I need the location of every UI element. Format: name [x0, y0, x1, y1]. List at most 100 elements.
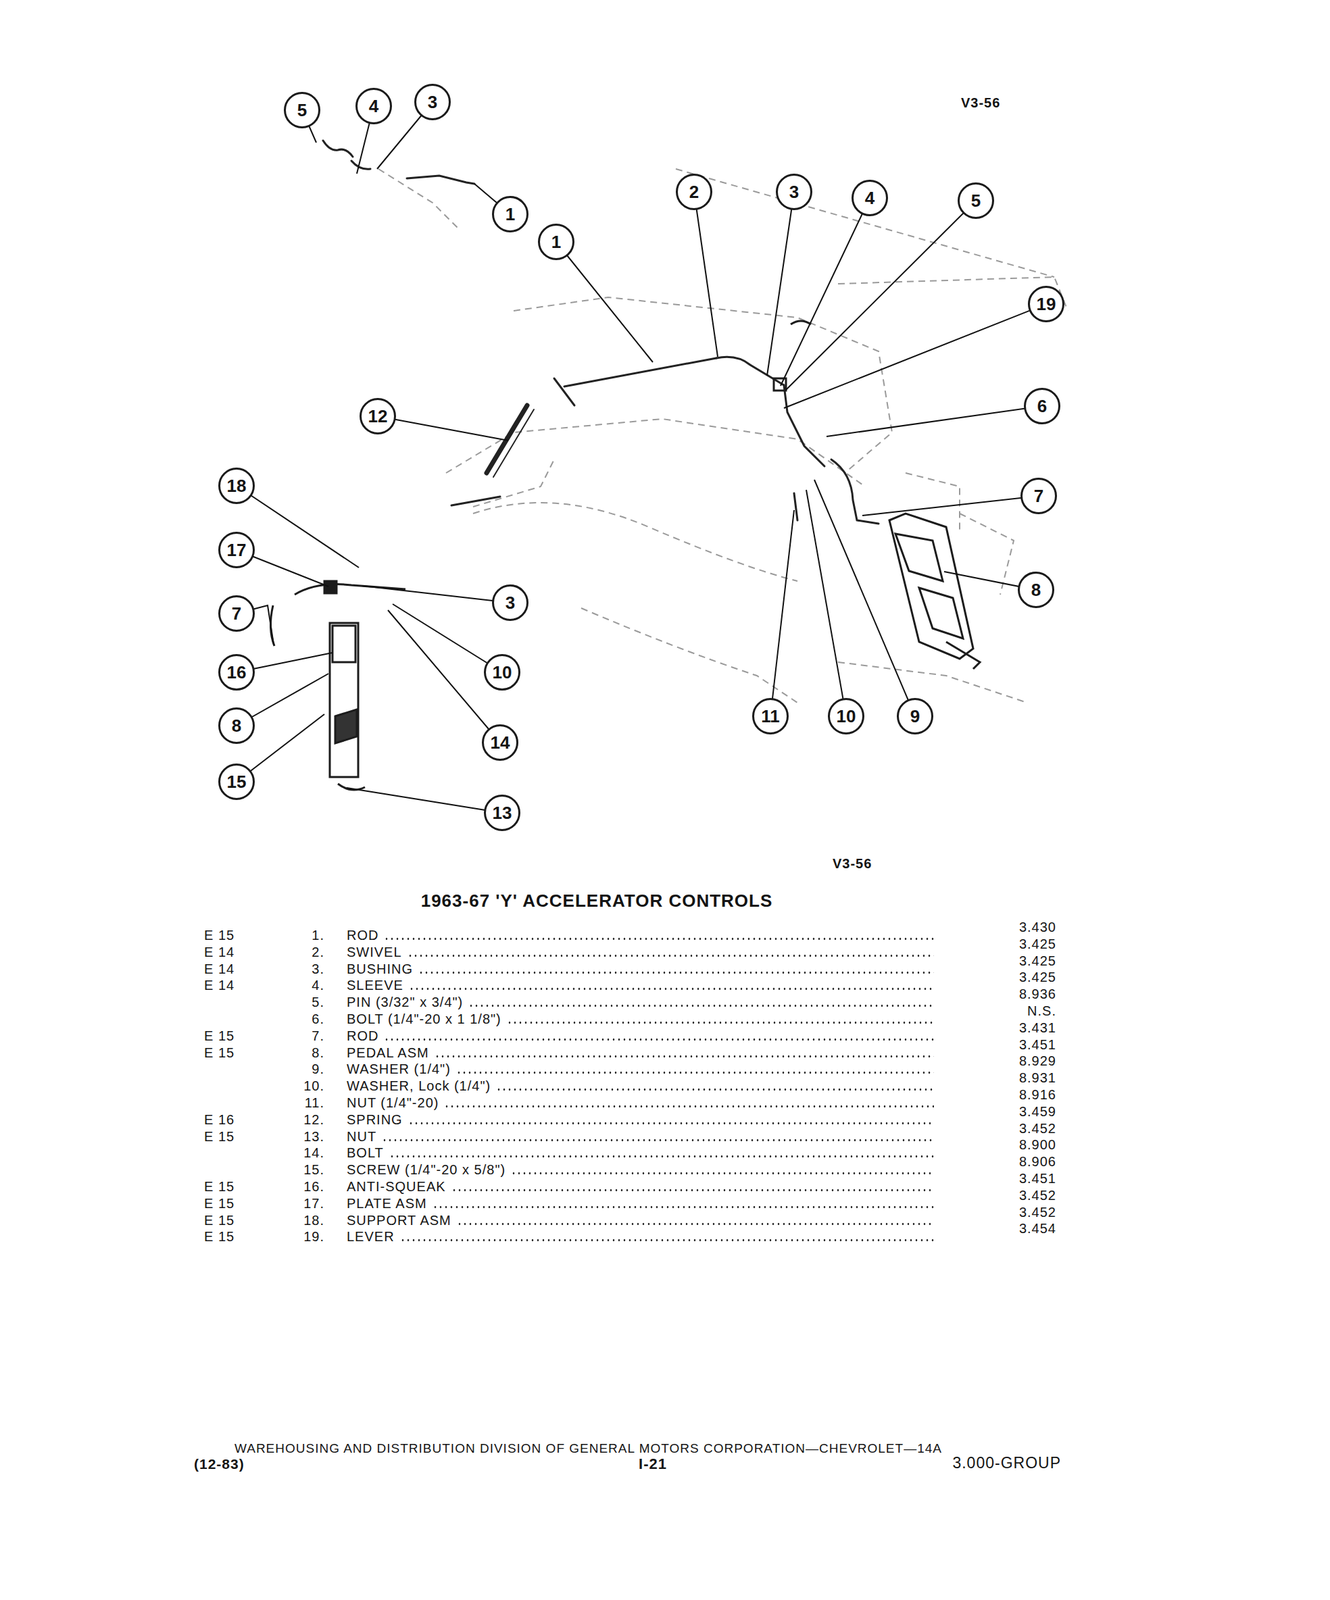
part-number: 3.452: [1019, 1121, 1057, 1136]
item-number: 5.: [311, 995, 325, 1009]
part-name: PIN (3/32" x 3/4"): [346, 995, 463, 1009]
callout-circle: 11: [752, 698, 789, 735]
item-number: 12.: [303, 1113, 325, 1127]
part-number: 8.916: [1019, 1088, 1057, 1102]
part-number: 3.452: [1019, 1205, 1057, 1220]
leader-dots: [407, 954, 934, 957]
callout-number: 5: [971, 191, 981, 210]
leader-dots: [408, 988, 934, 991]
callout-number: 14: [490, 733, 511, 752]
part-number: 3.425: [1019, 937, 1057, 951]
item-number: 15.: [303, 1163, 325, 1177]
item-number: 13.: [303, 1129, 325, 1144]
callout-number: 5: [297, 101, 307, 119]
leader-dots: [381, 1139, 934, 1142]
item-number: 18.: [303, 1213, 325, 1228]
callout-circle: 15: [218, 763, 255, 801]
callout-circle: 1: [491, 195, 529, 233]
part-name: SLEEVE: [346, 978, 404, 993]
group-code: E 15: [204, 928, 235, 943]
part-number: 8.931: [1019, 1071, 1057, 1085]
callout-number: 1: [551, 233, 561, 251]
leader-dots: [468, 1004, 934, 1007]
item-number: 17.: [303, 1196, 325, 1211]
callout-circle: 3: [414, 83, 451, 121]
part-number: 3.452: [1019, 1188, 1057, 1203]
callout-circle: 19: [1027, 285, 1065, 323]
part-number: 8.936: [1019, 987, 1057, 1001]
group-code: E 15: [204, 1029, 235, 1043]
footer-text: WAREHOUSING AND DISTRIBUTION DIVISION OF…: [234, 1442, 943, 1456]
group-code: E 14: [204, 945, 235, 959]
page-title: 1963-67 'Y' ACCELERATOR CONTROLS: [421, 892, 774, 910]
part-name: SWIVEL: [346, 945, 403, 959]
callout-number: 2: [689, 183, 699, 201]
leader-dots: [496, 1088, 934, 1091]
group-code: E 14: [204, 962, 235, 976]
callout-number: 12: [368, 407, 388, 426]
callout-circle: 3: [775, 173, 813, 211]
callout-circle: 5: [283, 91, 321, 129]
item-number: 14.: [303, 1146, 325, 1160]
group-code: E 15: [204, 1229, 235, 1244]
part-number: 3.454: [1019, 1221, 1057, 1236]
leader-dots: [444, 1105, 934, 1108]
callout-circle: 12: [359, 398, 397, 435]
item-number: 7.: [311, 1029, 325, 1043]
part-name: ROD: [346, 1029, 379, 1043]
part-name: BOLT: [346, 1146, 384, 1160]
page-number: I-21: [638, 1457, 668, 1472]
callout-circle: 9: [896, 698, 934, 735]
callout-circle: 10: [827, 698, 865, 735]
footer-date: (12-83): [193, 1457, 245, 1472]
callout-number: 3: [789, 183, 799, 201]
part-name: SPRING: [346, 1113, 403, 1127]
callout-circle: 18: [218, 467, 255, 505]
part-name: SUPPORT ASM: [346, 1213, 452, 1228]
leader-dots: [456, 1071, 934, 1074]
callout-circle: 17: [218, 531, 255, 569]
callout-number: 10: [492, 663, 513, 682]
leader-dots: [456, 1223, 934, 1226]
callout-number: 8: [1031, 581, 1041, 599]
group-code: E 14: [204, 978, 235, 993]
part-name: ROD: [346, 928, 379, 943]
leader-dots: [418, 971, 934, 974]
part-name: BOLT (1/4"-20 x 1 1/8"): [346, 1012, 502, 1026]
callout-number: 17: [227, 541, 247, 559]
callout-circle: 13: [483, 794, 521, 832]
callout-number: 3: [505, 594, 515, 612]
item-number: 8.: [311, 1046, 325, 1060]
group-code: E 15: [204, 1213, 235, 1228]
callout-circle: 1: [537, 223, 575, 261]
part-number: N.S.: [1027, 1004, 1057, 1018]
callout-number: 4: [865, 189, 875, 207]
callout-circle: 4: [355, 87, 392, 125]
leader-dots: [451, 1189, 934, 1192]
callout-number: 19: [1036, 295, 1057, 313]
part-name: NUT: [346, 1129, 377, 1144]
callout-circle: 2: [675, 173, 713, 211]
callout-number: 7: [1033, 487, 1044, 505]
group-code: E 15: [204, 1196, 235, 1211]
figure-number: V3-56: [832, 856, 872, 871]
callout-circle: 16: [218, 654, 255, 691]
callout-number: 6: [1037, 397, 1047, 415]
callout-circle: 8: [218, 707, 255, 745]
leader-dots: [400, 1239, 934, 1242]
part-name: ANTI-SQUEAK: [346, 1179, 447, 1194]
item-number: 10.: [303, 1079, 325, 1093]
leader-dots: [383, 1038, 934, 1041]
part-name: LEVER: [346, 1229, 395, 1244]
part-number: 3.459: [1019, 1104, 1057, 1119]
part-name: WASHER (1/4"): [346, 1062, 451, 1076]
callout-circle: 5: [957, 182, 995, 219]
part-name: BUSHING: [346, 962, 413, 976]
callout-circle: 10: [483, 654, 521, 691]
callout-number: 1: [505, 205, 515, 224]
callout-circle: 3: [491, 584, 529, 622]
part-number: 8.929: [1019, 1054, 1057, 1068]
group-code: E 16: [204, 1113, 235, 1127]
